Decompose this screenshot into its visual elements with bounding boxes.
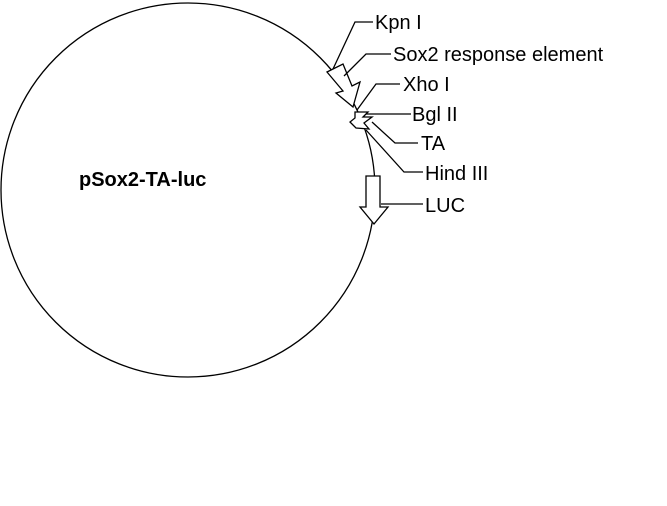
sox2-response-element-arrow [325,63,362,109]
ta-element-shape [349,111,374,130]
xho-leader-line [356,83,400,111]
ta-leader-line [371,121,418,144]
luc-gene-arrow [358,175,390,226]
sox2-response-element-label: Sox2 response element [393,44,604,66]
hind-label: Hind III [425,163,488,185]
kpn-label: Kpn I [375,12,422,34]
sre-leader-line [343,53,391,77]
kpn-leader-line [332,21,373,70]
ta-label: TA [421,133,446,155]
luc-label: LUC [425,195,465,217]
bgl-label: Bgl II [412,104,458,126]
xho-label: Xho I [403,74,450,96]
plasmid-name: pSox2-TA-luc [79,169,206,191]
hind-leader-line [365,129,423,173]
